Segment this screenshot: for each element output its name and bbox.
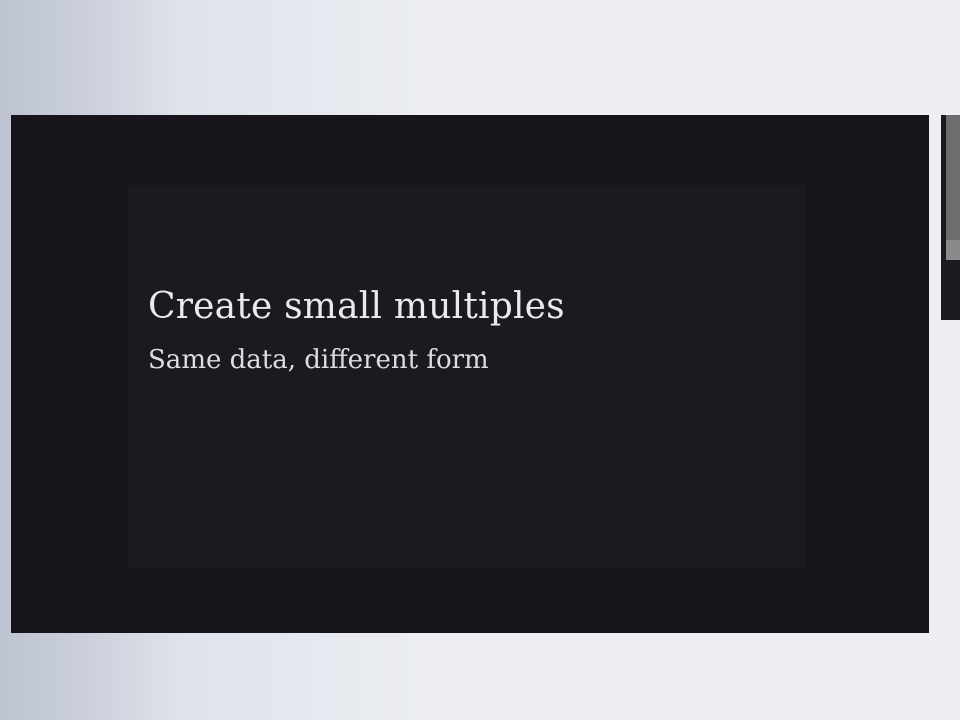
next-slide-thumbnail[interactable]	[941, 115, 960, 320]
slide-subtitle: Same data, different form	[148, 345, 489, 375]
thumbnail-preview-image	[946, 115, 960, 240]
current-slide[interactable]: Create small multiples Same data, differ…	[11, 115, 929, 633]
slide-text-panel: Create small multiples Same data, differ…	[128, 185, 806, 568]
thumbnail-preview-strip	[946, 240, 960, 260]
slide-title: Create small multiples	[148, 286, 565, 327]
